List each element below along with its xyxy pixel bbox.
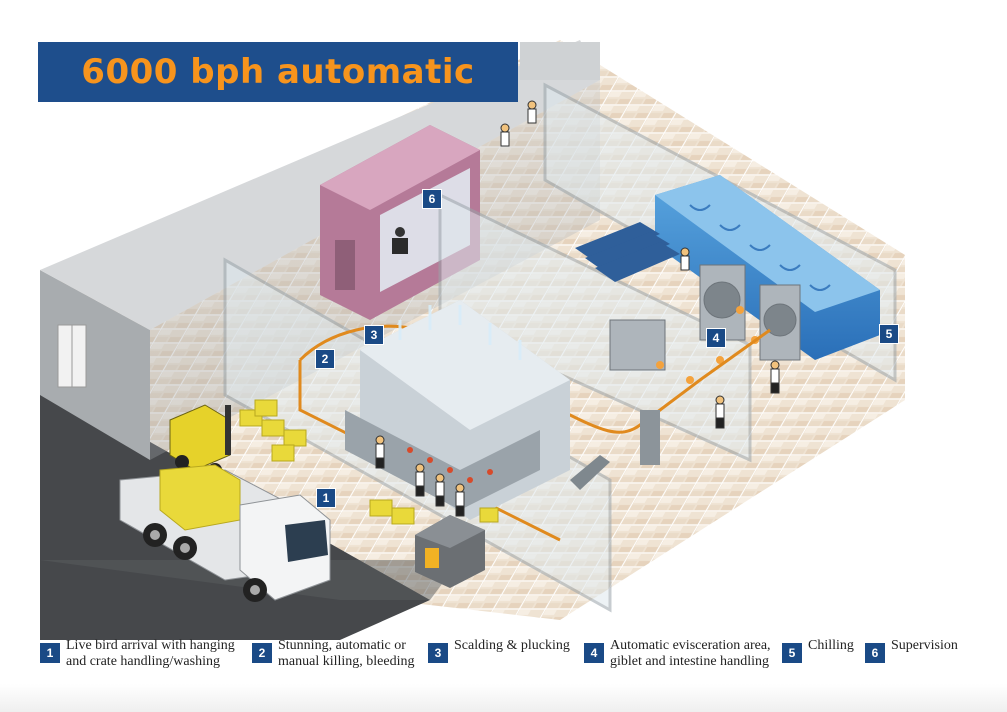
legend-number: 2 [252,643,272,663]
marker-2: 2 [315,349,335,369]
marker-6: 6 [422,189,442,209]
workers [375,100,780,517]
crates [239,399,499,525]
legend-text: Supervision [891,638,958,653]
legend-text: Chilling [808,638,854,653]
glass-partition-2 [438,192,752,463]
legend-number: 5 [782,643,802,663]
legend-item-1: 1 Live bird arrival with hanging and cra… [40,638,235,670]
plucker-unit [345,410,540,510]
marker-4: 4 [706,328,726,348]
legend-text: Live bird arrival with hanging and crate… [66,638,235,669]
title-banner: 6000 bph automatic [38,42,518,102]
legend-number: 4 [584,643,604,663]
legend-item-4: 4 Automatic evisceration area, giblet an… [584,638,771,670]
legend-item-6: 6 Supervision [865,638,958,663]
evisceration-machines [609,264,801,371]
legend-item-2: 2 Stunning, automatic or manual killing,… [252,638,414,670]
forklift [169,404,231,477]
crate-washer [415,515,485,588]
legend-text: Automatic evisceration area, giblet and … [610,638,771,669]
legend: 1 Live bird arrival with hanging and cra… [40,638,980,678]
legend-item-5: 5 Chilling [782,638,854,663]
blue-rack [575,222,660,262]
legend-number: 6 [865,643,885,663]
marker-5: 5 [879,324,899,344]
legend-text: Stunning, automatic or manual killing, b… [278,638,415,669]
legend-number: 3 [428,643,448,663]
left-outer-wall [40,270,150,460]
legend-number: 1 [40,643,60,663]
marker-1: 1 [316,488,336,508]
delivery-truck [119,464,331,602]
marker-3: 3 [364,325,384,345]
page-bottom-shadow [0,684,1007,712]
page-title: 6000 bph automatic [81,52,475,92]
legend-item-3: 3 Scalding & plucking [428,638,570,663]
legend-text: Scalding & plucking [454,638,570,653]
